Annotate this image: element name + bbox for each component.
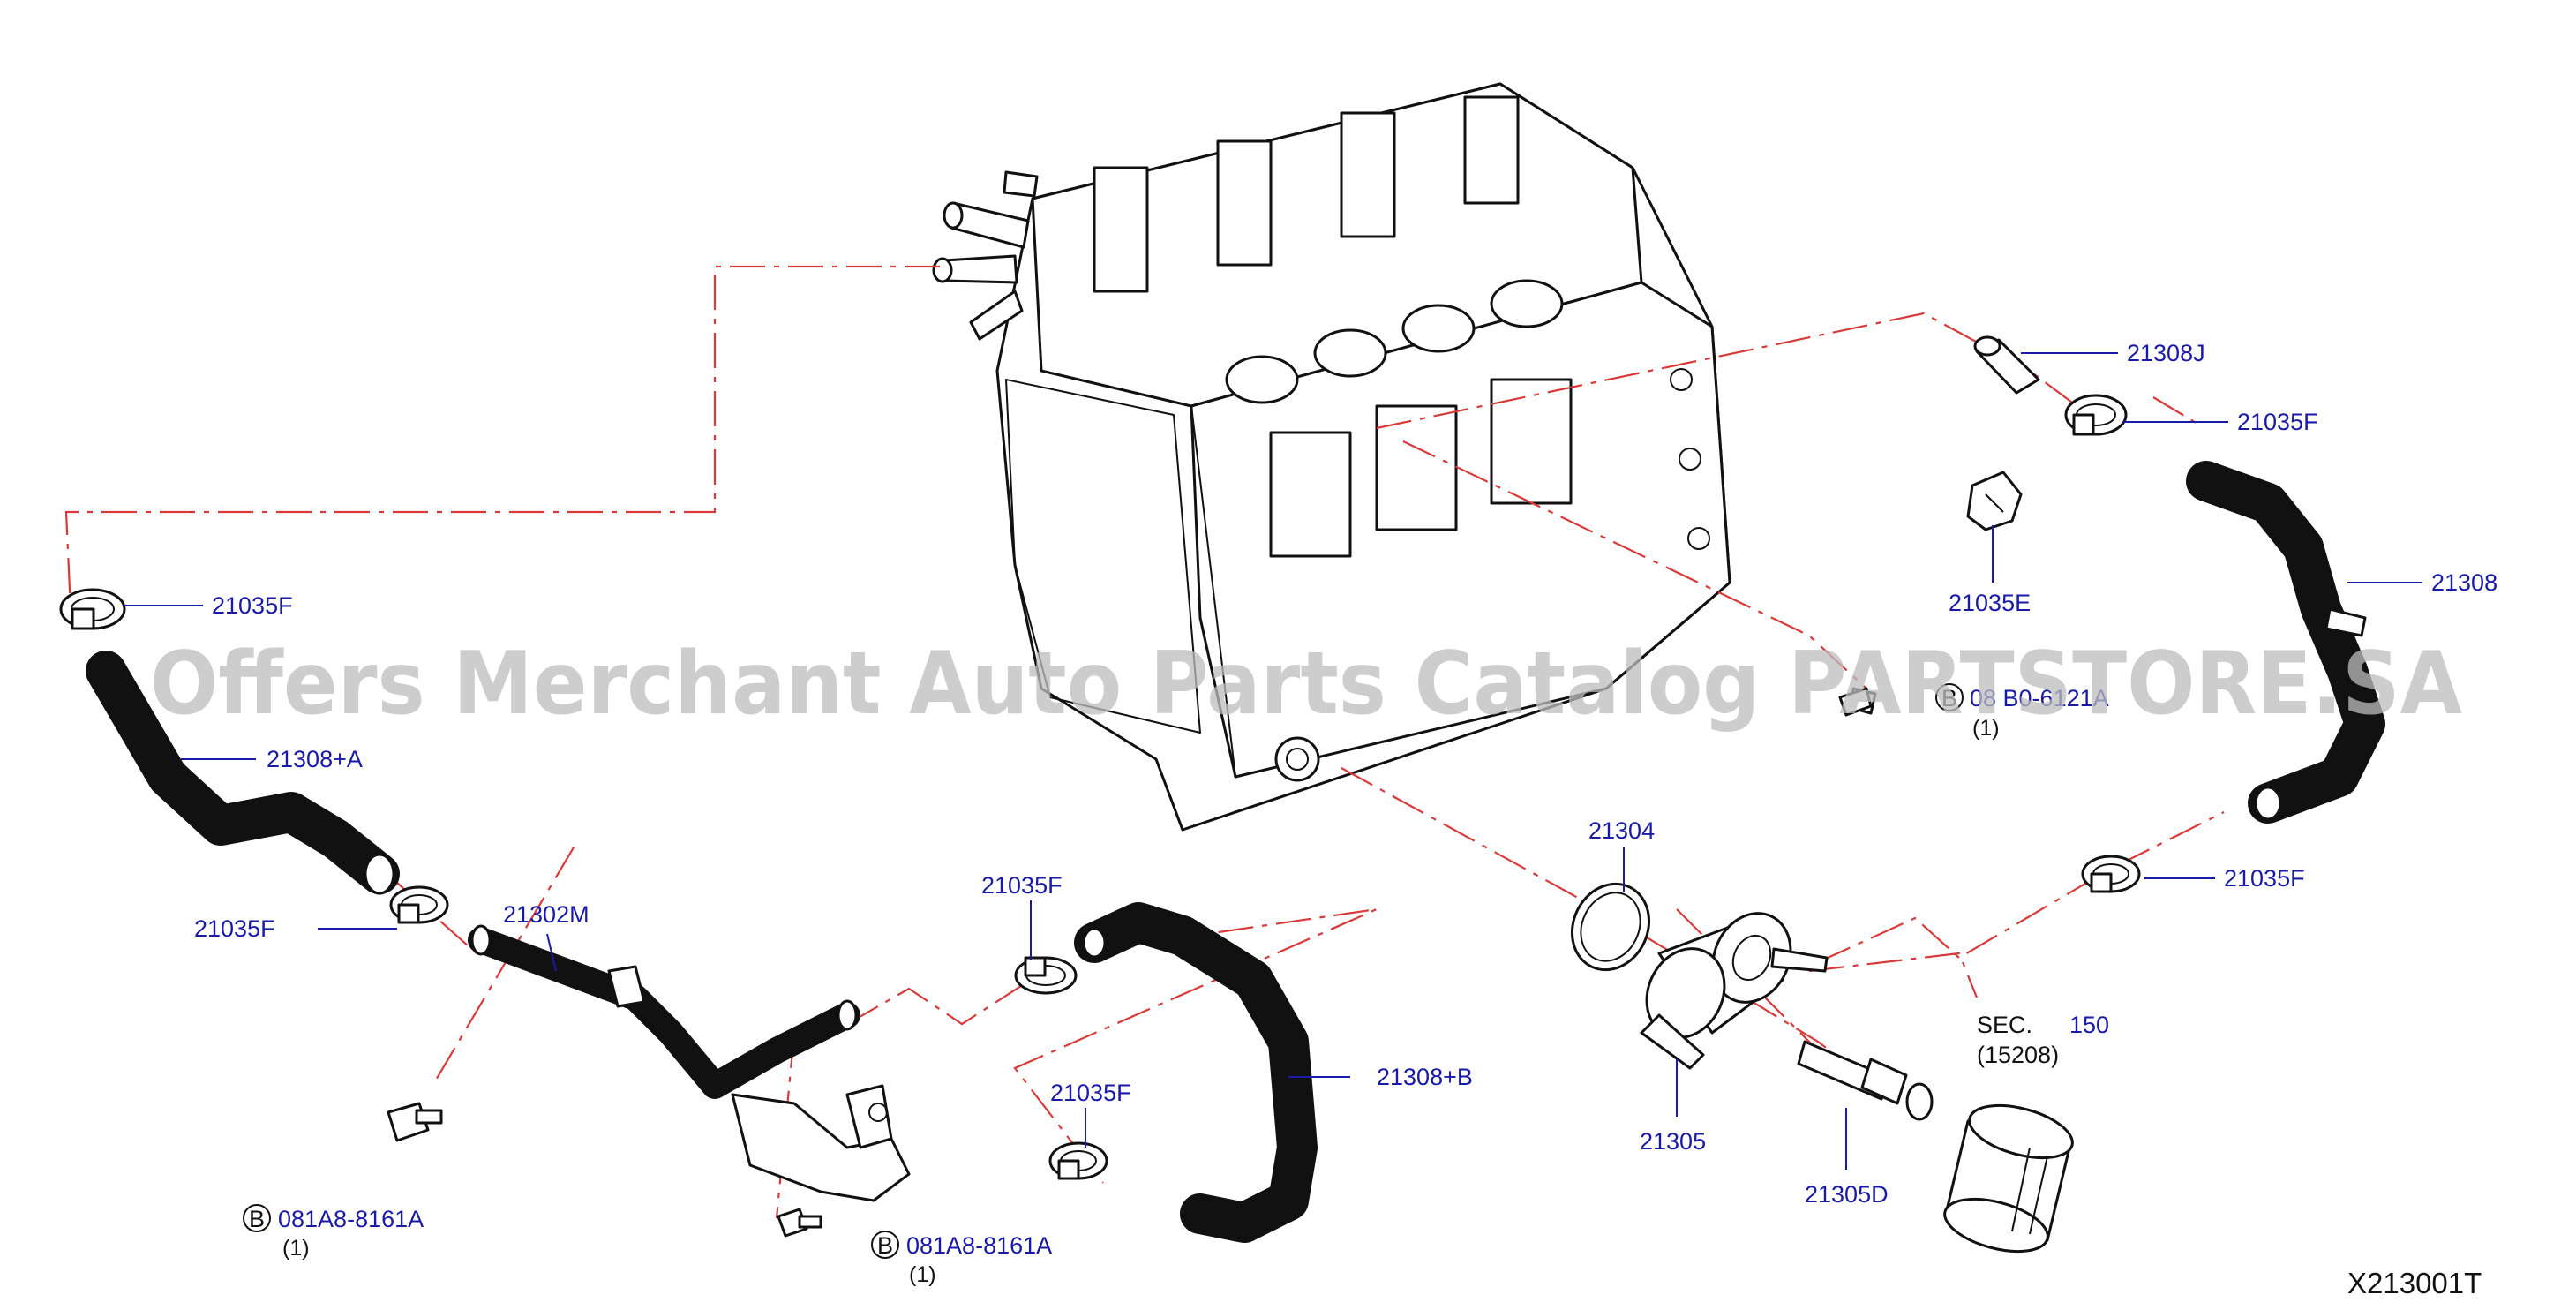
callout-bolt-mid[interactable]: 081A8-8161A (906, 1232, 1052, 1259)
callout-21302m[interactable]: 21302M (503, 901, 590, 928)
clip-21035e (1966, 471, 2023, 531)
callout-21035f-top-right[interactable]: 21035F (2237, 409, 2318, 435)
hose-21308 (2186, 461, 2385, 824)
section-reference: (15208) (1977, 1042, 2059, 1068)
hose-21308-b (1074, 902, 1318, 1243)
bolt-letter-right: B (1941, 685, 1957, 711)
hose-clamp-21035f-left (59, 588, 126, 630)
hose-clamp-21035f-left-lower (389, 885, 449, 924)
oil-cooler-21305 (1640, 912, 1829, 1070)
bolt-left (387, 1102, 443, 1142)
leader-lines (124, 352, 2422, 1170)
qty-bolt-left: (1) (282, 1236, 310, 1261)
callout-21308[interactable]: 21308 (2431, 569, 2497, 596)
bolt-symbol-mid (871, 1231, 899, 1259)
bolt-symbol-right (1935, 683, 1964, 711)
bolt-right (1838, 687, 1873, 717)
callout-21035f-mid[interactable]: 21035F (981, 872, 1063, 899)
bolt-letter-left: B (249, 1206, 265, 1232)
connector-21305d (1797, 1040, 1934, 1121)
callout-bolt-right[interactable]: 08 B0-6121A (1970, 685, 2109, 711)
hose-clamp-21035f-top-right (2064, 394, 2128, 436)
callout-21035f-left[interactable]: 21035F (212, 592, 293, 619)
callout-21308-a[interactable]: 21308+A (267, 746, 363, 772)
section-number[interactable]: 150 (2069, 1012, 2109, 1038)
callout-21305d[interactable]: 21305D (1805, 1181, 1889, 1208)
bolt-mid (777, 1208, 822, 1238)
callout-21035f-left-lower[interactable]: 21035F (194, 915, 275, 942)
callout-21308j[interactable]: 21308J (2127, 340, 2205, 366)
callout-21308-b[interactable]: 21308+B (1377, 1064, 1473, 1090)
callout-bolt-left[interactable]: 081A8-8161A (278, 1206, 424, 1232)
hose-clamp-21035f-mid (1014, 956, 1078, 995)
hose-21308-a (86, 651, 400, 895)
qty-bolt-mid: (1) (909, 1262, 936, 1287)
callout-21035f-mid-lower[interactable]: 21035F (1050, 1080, 1131, 1106)
callout-21035f-right-lower[interactable]: 21035F (2224, 865, 2305, 892)
watermark: Offers Merchant Auto Parts Catalog PARTS… (150, 634, 2462, 734)
callout-21035e[interactable]: 21035E (1949, 590, 2031, 616)
engine-block (932, 82, 1877, 832)
hose-clamp-21035f-right-lower (2081, 855, 2141, 893)
section-label: SEC. (1977, 1012, 2032, 1038)
oil-filter (1943, 1103, 2074, 1254)
bolt-symbol-left (243, 1204, 271, 1232)
bolt-letter-mid: B (877, 1232, 893, 1259)
water-pipe-21302m (468, 924, 911, 1202)
hose-clamp-21035f-mid-lower (1048, 1141, 1108, 1180)
callout-21305[interactable]: 21305 (1640, 1128, 1706, 1155)
hose-21308j (1973, 335, 2040, 395)
diagram-code: X213001T (2347, 1267, 2482, 1299)
o-ring-21304 (1570, 882, 1651, 972)
qty-bolt-right: (1) (1972, 716, 2000, 741)
callout-21304[interactable]: 21304 (1588, 817, 1655, 844)
callouts: 21308J 21035F 21308 21035E B 08 B0-6121A… (194, 340, 2497, 1287)
